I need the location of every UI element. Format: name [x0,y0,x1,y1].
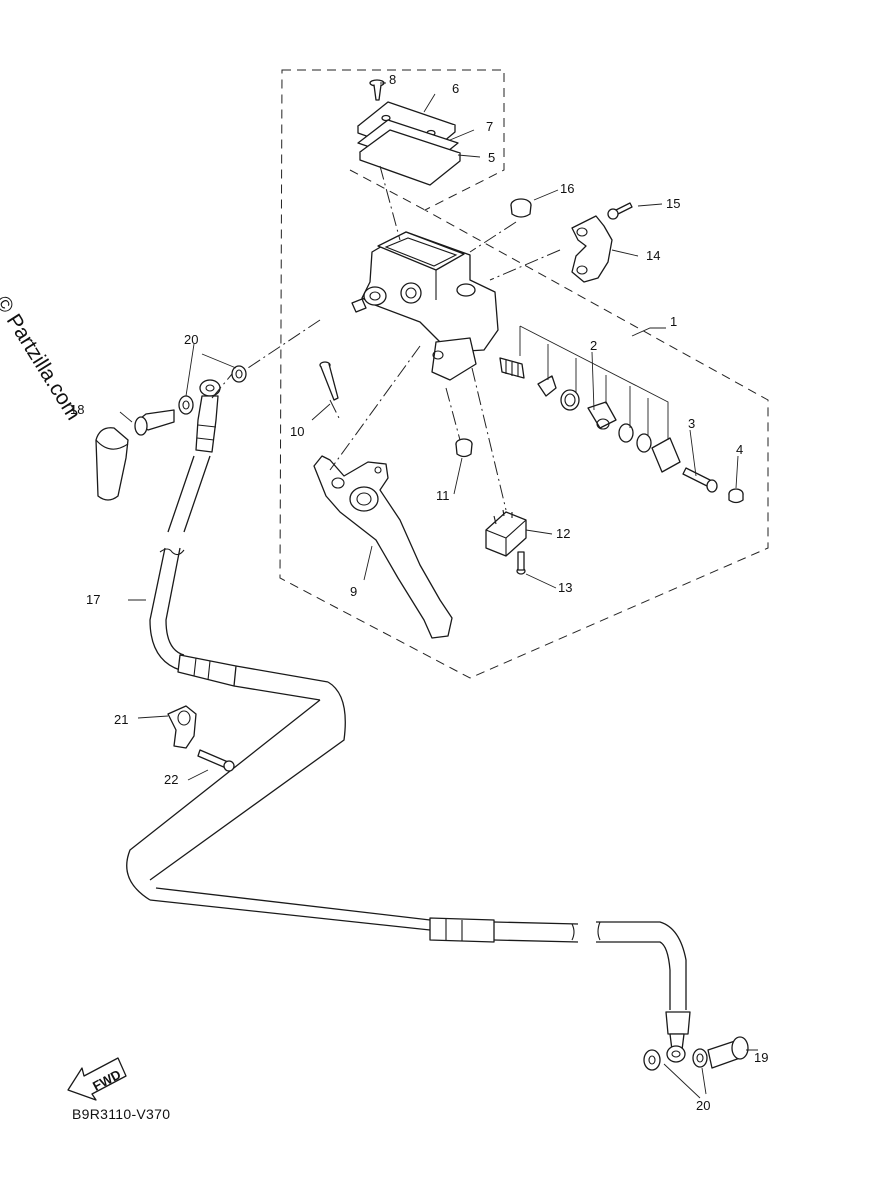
callout-17: 17 [86,592,100,607]
callout-8: 8 [389,72,396,87]
part-20-washer-top-a[interactable] [178,395,194,415]
part-4-nut[interactable] [728,488,744,504]
part-spring-seat[interactable] [537,375,557,397]
part-ring-a[interactable] [618,423,634,443]
assembly-guide-lines [211,165,561,511]
callout-4: 4 [736,442,743,457]
part-ring-b[interactable] [636,433,652,453]
part-14-clamp-holder[interactable] [571,215,613,283]
part-9-clutch-lever[interactable] [313,455,453,639]
part-21-hose-clamp[interactable] [167,705,197,749]
callout-19: 19 [754,1050,768,1065]
part-3-push-rod[interactable] [682,467,718,493]
part-10-pivot-bolt[interactable] [319,361,339,401]
fwd-arrow-icon: FWD [67,1057,127,1101]
hose-break-marks [159,548,601,941]
callout-18: 18 [70,402,84,417]
part-cup[interactable] [560,389,580,411]
part-15-bolt[interactable] [607,202,633,220]
callout-6: 6 [452,81,459,96]
callout-9: 9 [350,584,357,599]
part-8-screw[interactable] [369,79,385,101]
part-19-union-bolt-bottom[interactable] [707,1036,749,1069]
part-1-master-cylinder-body[interactable] [351,231,499,381]
part-boot[interactable] [651,437,681,473]
callout-12: 12 [556,526,570,541]
callout-20-top: 20 [184,332,198,347]
callout-16: 16 [560,181,574,196]
callout-11: 11 [436,488,450,503]
callout-1: 1 [670,314,677,329]
callout-7: 7 [486,119,493,134]
part-20-washer-top-b[interactable] [231,365,247,383]
part-11-collar[interactable] [455,438,473,458]
part-12-clutch-switch[interactable] [485,509,527,557]
callout-3: 3 [688,416,695,431]
callout-2: 2 [590,338,597,353]
part-spring[interactable] [499,357,525,379]
callout-14: 14 [646,248,660,263]
diagram-code: B9R3110-V370 [72,1106,171,1122]
part-13-screw[interactable] [516,551,526,575]
part-17-clutch-hose[interactable] [126,379,691,1063]
part-5-diaphragm[interactable] [359,129,461,186]
callout-15: 15 [666,196,680,211]
part-18-cover-cap[interactable] [95,427,129,501]
part-2-piston[interactable] [587,401,617,430]
callout-leaders [119,82,758,1099]
part-19-union-bolt-top[interactable] [134,409,175,436]
part-20-washer-bottom-b[interactable] [692,1048,708,1068]
callout-13: 13 [558,580,572,595]
kit-bracket-lines [519,325,669,440]
callout-21: 21 [114,712,128,727]
part-20-washer-bottom-a[interactable] [643,1049,661,1071]
callout-5: 5 [488,150,495,165]
part-16-rubber-cap[interactable] [510,198,532,218]
callout-22: 22 [164,772,178,787]
part-22-bolt[interactable] [197,749,235,772]
callout-10: 10 [290,424,304,439]
callout-20-bottom: 20 [696,1098,710,1113]
assembly-outline-main [279,69,769,679]
